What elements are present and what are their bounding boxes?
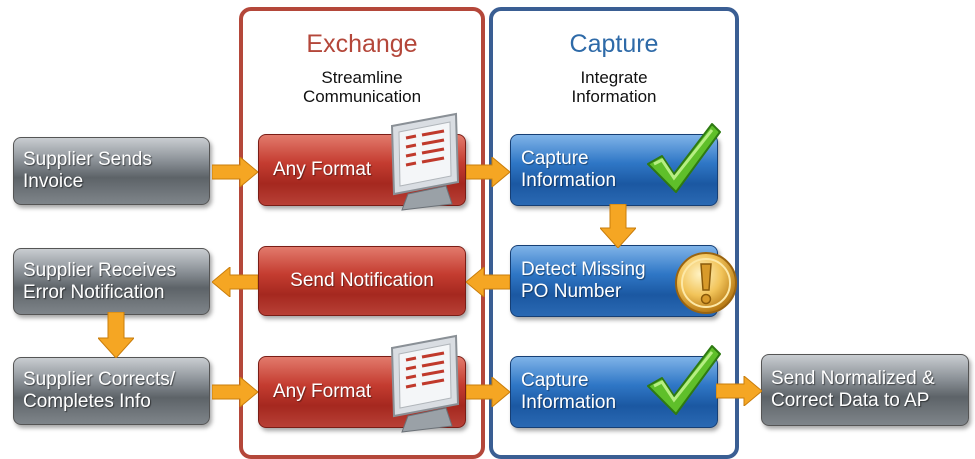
send-notification-box: Send Notification [258, 246, 466, 316]
supplier-receives-line1: Supplier Receives [23, 259, 177, 281]
send-normalized-data-box: Send Normalized & Correct Data to AP [761, 354, 969, 426]
exchange-subtitle: Streamline Communication [242, 68, 482, 106]
supplier-receives-line2: Error Notification [23, 281, 165, 303]
arrow-right-2 [466, 157, 510, 187]
supplier-sends-invoice-box: Supplier Sends Invoice [13, 137, 210, 205]
supplier-corrects-line1: Supplier Corrects/ [23, 369, 176, 390]
monitor-document-icon-2 [386, 334, 466, 434]
capture-info-2-line2: Information [521, 392, 617, 413]
capture-info-2-line1: Capture [521, 370, 589, 391]
supplier-sends-line2: Invoice [23, 171, 84, 192]
capture-title: Capture [569, 30, 659, 58]
send-normalized-line2: Correct Data to AP [771, 390, 930, 411]
monitor-document-icon [386, 112, 466, 212]
capture-information-box-2: Capture Information [510, 356, 718, 428]
send-notification-label: Send Notification [290, 270, 434, 291]
checkmark-icon [642, 118, 722, 198]
exchange-title: Exchange [306, 30, 418, 58]
capture-subtitle: Integrate Information [494, 68, 734, 106]
send-normalized-line1: Send Normalized & [771, 368, 935, 389]
supplier-corrects-box: Supplier Corrects/ Completes Info [13, 357, 210, 425]
arrow-right-1 [212, 157, 258, 187]
arrow-right-4 [466, 377, 510, 407]
arrow-down-2 [98, 312, 134, 358]
checkmark-icon-2 [642, 340, 722, 420]
exclamation-warning-icon [673, 250, 739, 316]
capture-column-frame [489, 7, 739, 459]
arrow-left-1 [466, 267, 510, 297]
arrow-down-1 [600, 204, 636, 248]
supplier-receives-error-box: Supplier Receives Error Notification [13, 248, 210, 315]
any-format-label-2: Any Format [273, 381, 372, 402]
capture-info-1-line2: Information [521, 170, 617, 191]
supplier-sends-line1: Supplier Sends [23, 149, 152, 170]
any-format-label-1: Any Format [273, 159, 372, 180]
arrow-right-3 [212, 377, 258, 407]
arrow-right-5 [716, 376, 762, 406]
capture-subtitle-line1: Integrate [580, 68, 648, 87]
exchange-subtitle-line1: Streamline [321, 68, 403, 87]
supplier-corrects-line2: Completes Info [23, 391, 151, 412]
capture-information-box-1: Capture Information [510, 134, 718, 206]
capture-info-1-line1: Capture [521, 148, 589, 169]
detect-missing-line1: Detect Missing [521, 259, 646, 280]
capture-subtitle-line2: Information [571, 87, 657, 106]
arrow-left-2 [212, 267, 258, 297]
exchange-subtitle-line2: Communication [302, 87, 422, 106]
detect-missing-line2: PO Number [521, 281, 622, 302]
exchange-column-frame [239, 7, 485, 459]
